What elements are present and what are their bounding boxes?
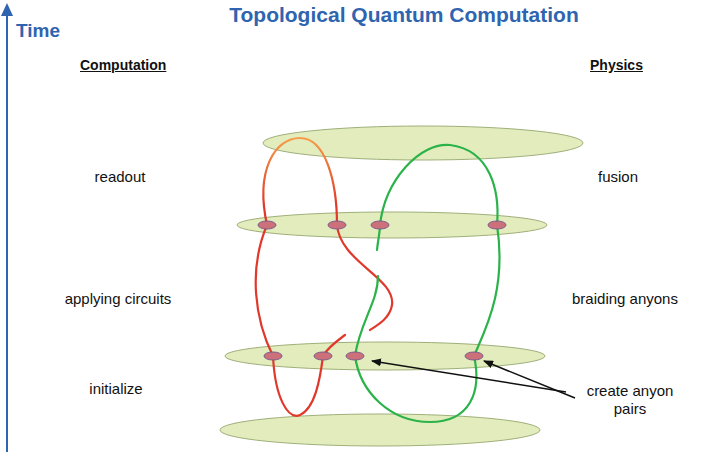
anyon (314, 352, 332, 360)
stage-label: applying circuits (65, 290, 172, 308)
time-slice (237, 212, 547, 238)
diagram-title: Topological Quantum Computation (229, 2, 579, 27)
anyon (264, 352, 282, 360)
stage-label: braiding anyons (572, 290, 678, 308)
anyon-worldline (355, 356, 476, 422)
anyon-worldline (380, 145, 497, 225)
anyon (258, 221, 276, 229)
column-header: Physics (590, 57, 643, 74)
anyon (488, 221, 506, 229)
leader-arrow (484, 361, 575, 398)
time-axis (6, 8, 8, 452)
stage-label: fusion (598, 168, 638, 186)
anyon-worldline (256, 225, 273, 356)
leader-arrow (372, 361, 566, 392)
anyon (346, 352, 364, 360)
column-header: Computation (80, 57, 166, 74)
anyon-worldline (337, 225, 392, 330)
anyon-worldline (263, 138, 337, 225)
callout-note: create anyon pairs (578, 382, 682, 418)
anyon-worldline (355, 276, 378, 356)
stage-label: initialize (89, 380, 142, 398)
anyon (328, 221, 346, 229)
axis-arrowhead (1, 3, 13, 16)
anyon (371, 221, 389, 229)
anyon-worldline (474, 225, 500, 356)
anyon-worldline (273, 356, 323, 416)
time-slice (263, 126, 583, 160)
time-slice (220, 414, 540, 446)
stage-label: readout (95, 168, 146, 186)
axis-label: Time (16, 20, 60, 43)
anyon (465, 352, 483, 360)
